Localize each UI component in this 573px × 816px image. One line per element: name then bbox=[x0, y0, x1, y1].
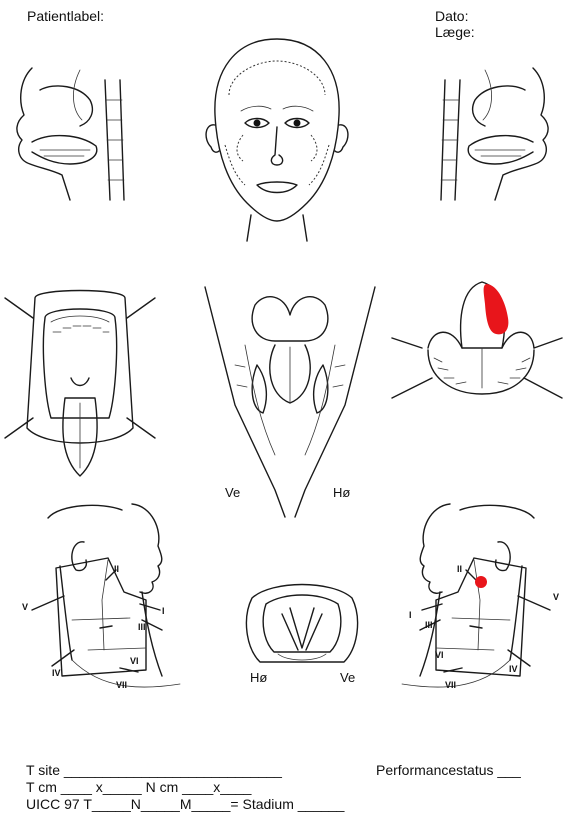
neck-right-level-iv: IV bbox=[509, 664, 518, 674]
glottis-right-side-label: Ve bbox=[340, 670, 355, 685]
neck-left-level-ii: II bbox=[114, 564, 119, 574]
doctor-label: Læge: bbox=[435, 24, 475, 40]
neck-left-level-vii: VII bbox=[116, 680, 127, 690]
uicc-stage-field[interactable]: UICC 97 T_____N_____M_____= Stadium ____… bbox=[26, 796, 344, 812]
t-site-field[interactable]: T site ____________________________ bbox=[26, 762, 282, 778]
neck-right-level-iii: III bbox=[425, 620, 433, 630]
face-front-diagram bbox=[195, 35, 360, 245]
sagittal-head-right-diagram bbox=[425, 60, 555, 210]
neck-right-level-ii: II bbox=[457, 564, 462, 574]
neck-levels-right-diagram: V II I III IV VI VII bbox=[395, 500, 570, 700]
neck-left-level-iii: III bbox=[138, 622, 146, 632]
neck-right-level-vii: VII bbox=[445, 680, 456, 690]
tumor-marker-palate bbox=[484, 284, 509, 334]
t-cm-n-cm-field[interactable]: T cm ____ x_____ N cm ____x____ bbox=[26, 779, 251, 795]
sagittal-head-left-diagram bbox=[10, 60, 140, 210]
neck-right-level-vi: VI bbox=[435, 650, 444, 660]
palate-diagram bbox=[392, 278, 562, 428]
patient-label: Patientlabel: bbox=[27, 8, 104, 24]
larynx-diagram: Ve Hø bbox=[205, 285, 375, 520]
neck-left-level-v: V bbox=[22, 602, 28, 612]
larynx-right-side-label: Hø bbox=[333, 485, 350, 500]
date-label: Dato: bbox=[435, 8, 468, 24]
neck-left-level-vi: VI bbox=[130, 656, 139, 666]
neck-left-level-iv: IV bbox=[52, 668, 61, 678]
oral-cavity-diagram bbox=[5, 278, 155, 483]
neck-levels-left-diagram: V II I III IV VI VII bbox=[12, 500, 187, 700]
neck-right-level-i: I bbox=[409, 610, 412, 620]
larynx-left-side-label: Ve bbox=[225, 485, 240, 500]
performance-status-field[interactable]: Performancestatus ___ bbox=[376, 762, 521, 778]
neck-left-level-i: I bbox=[162, 606, 165, 616]
neck-right-level-v: V bbox=[553, 592, 559, 602]
glottis-diagram: Hø Ve bbox=[232, 578, 372, 688]
tumor-marker-neck-level-ii bbox=[475, 576, 487, 588]
glottis-left-side-label: Hø bbox=[250, 670, 267, 685]
